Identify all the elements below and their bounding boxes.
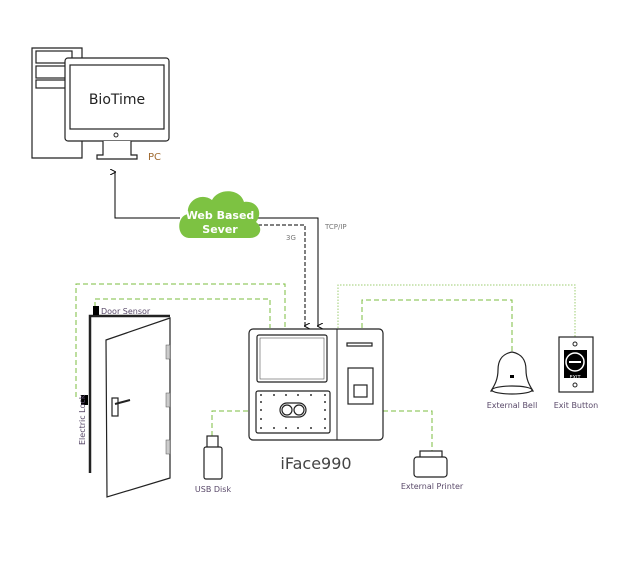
door-sensor-label: Door Sensor [101,307,151,316]
device-label: iFace990 [280,454,351,473]
external-bell-label: External Bell [487,401,538,410]
pc-computer: BioTime PC [31,47,170,163]
tcpip-line [255,217,318,326]
door-sensor-icon [93,306,99,315]
electric-lock-icon [81,395,88,405]
external-bell: External Bell [487,351,538,410]
web-server-cloud: Web Based Sever [179,191,261,238]
external-printer-label: External Printer [401,482,464,491]
exit-button-label: Exit Button [554,401,599,410]
tcpip-label: TCP/IP [324,223,347,231]
usb-disk: USB Disk [195,435,232,494]
bell-wire [361,299,513,352]
cloud-line1: Web Based [186,209,255,222]
cloud-line2: Sever [202,223,238,236]
3g-line [258,224,305,326]
server-to-pc-line [115,172,180,219]
electric-lock-label: Electric Lock [78,394,87,445]
exit-text: EXIT [569,375,581,381]
usb-wire [211,410,248,436]
fingerprint-sensor [347,367,374,405]
pc-label: PC [148,152,161,163]
exit-button-wire [337,284,576,337]
lock-wire [75,283,286,397]
exit-button: EXIT Exit Button [554,336,599,410]
3g-label: 3G [286,234,296,242]
usb-disk-label: USB Disk [195,485,232,494]
pc-screen-text: BioTime [89,92,145,108]
printer-wire [383,410,433,452]
keypad-dots [260,394,326,429]
door-sensor-wire [94,298,271,328]
door: Door Sensor Electric Lock [78,306,171,498]
door-handle [111,397,119,417]
iface990-device: iFace990 [248,328,384,473]
external-printer: External Printer [401,450,464,491]
